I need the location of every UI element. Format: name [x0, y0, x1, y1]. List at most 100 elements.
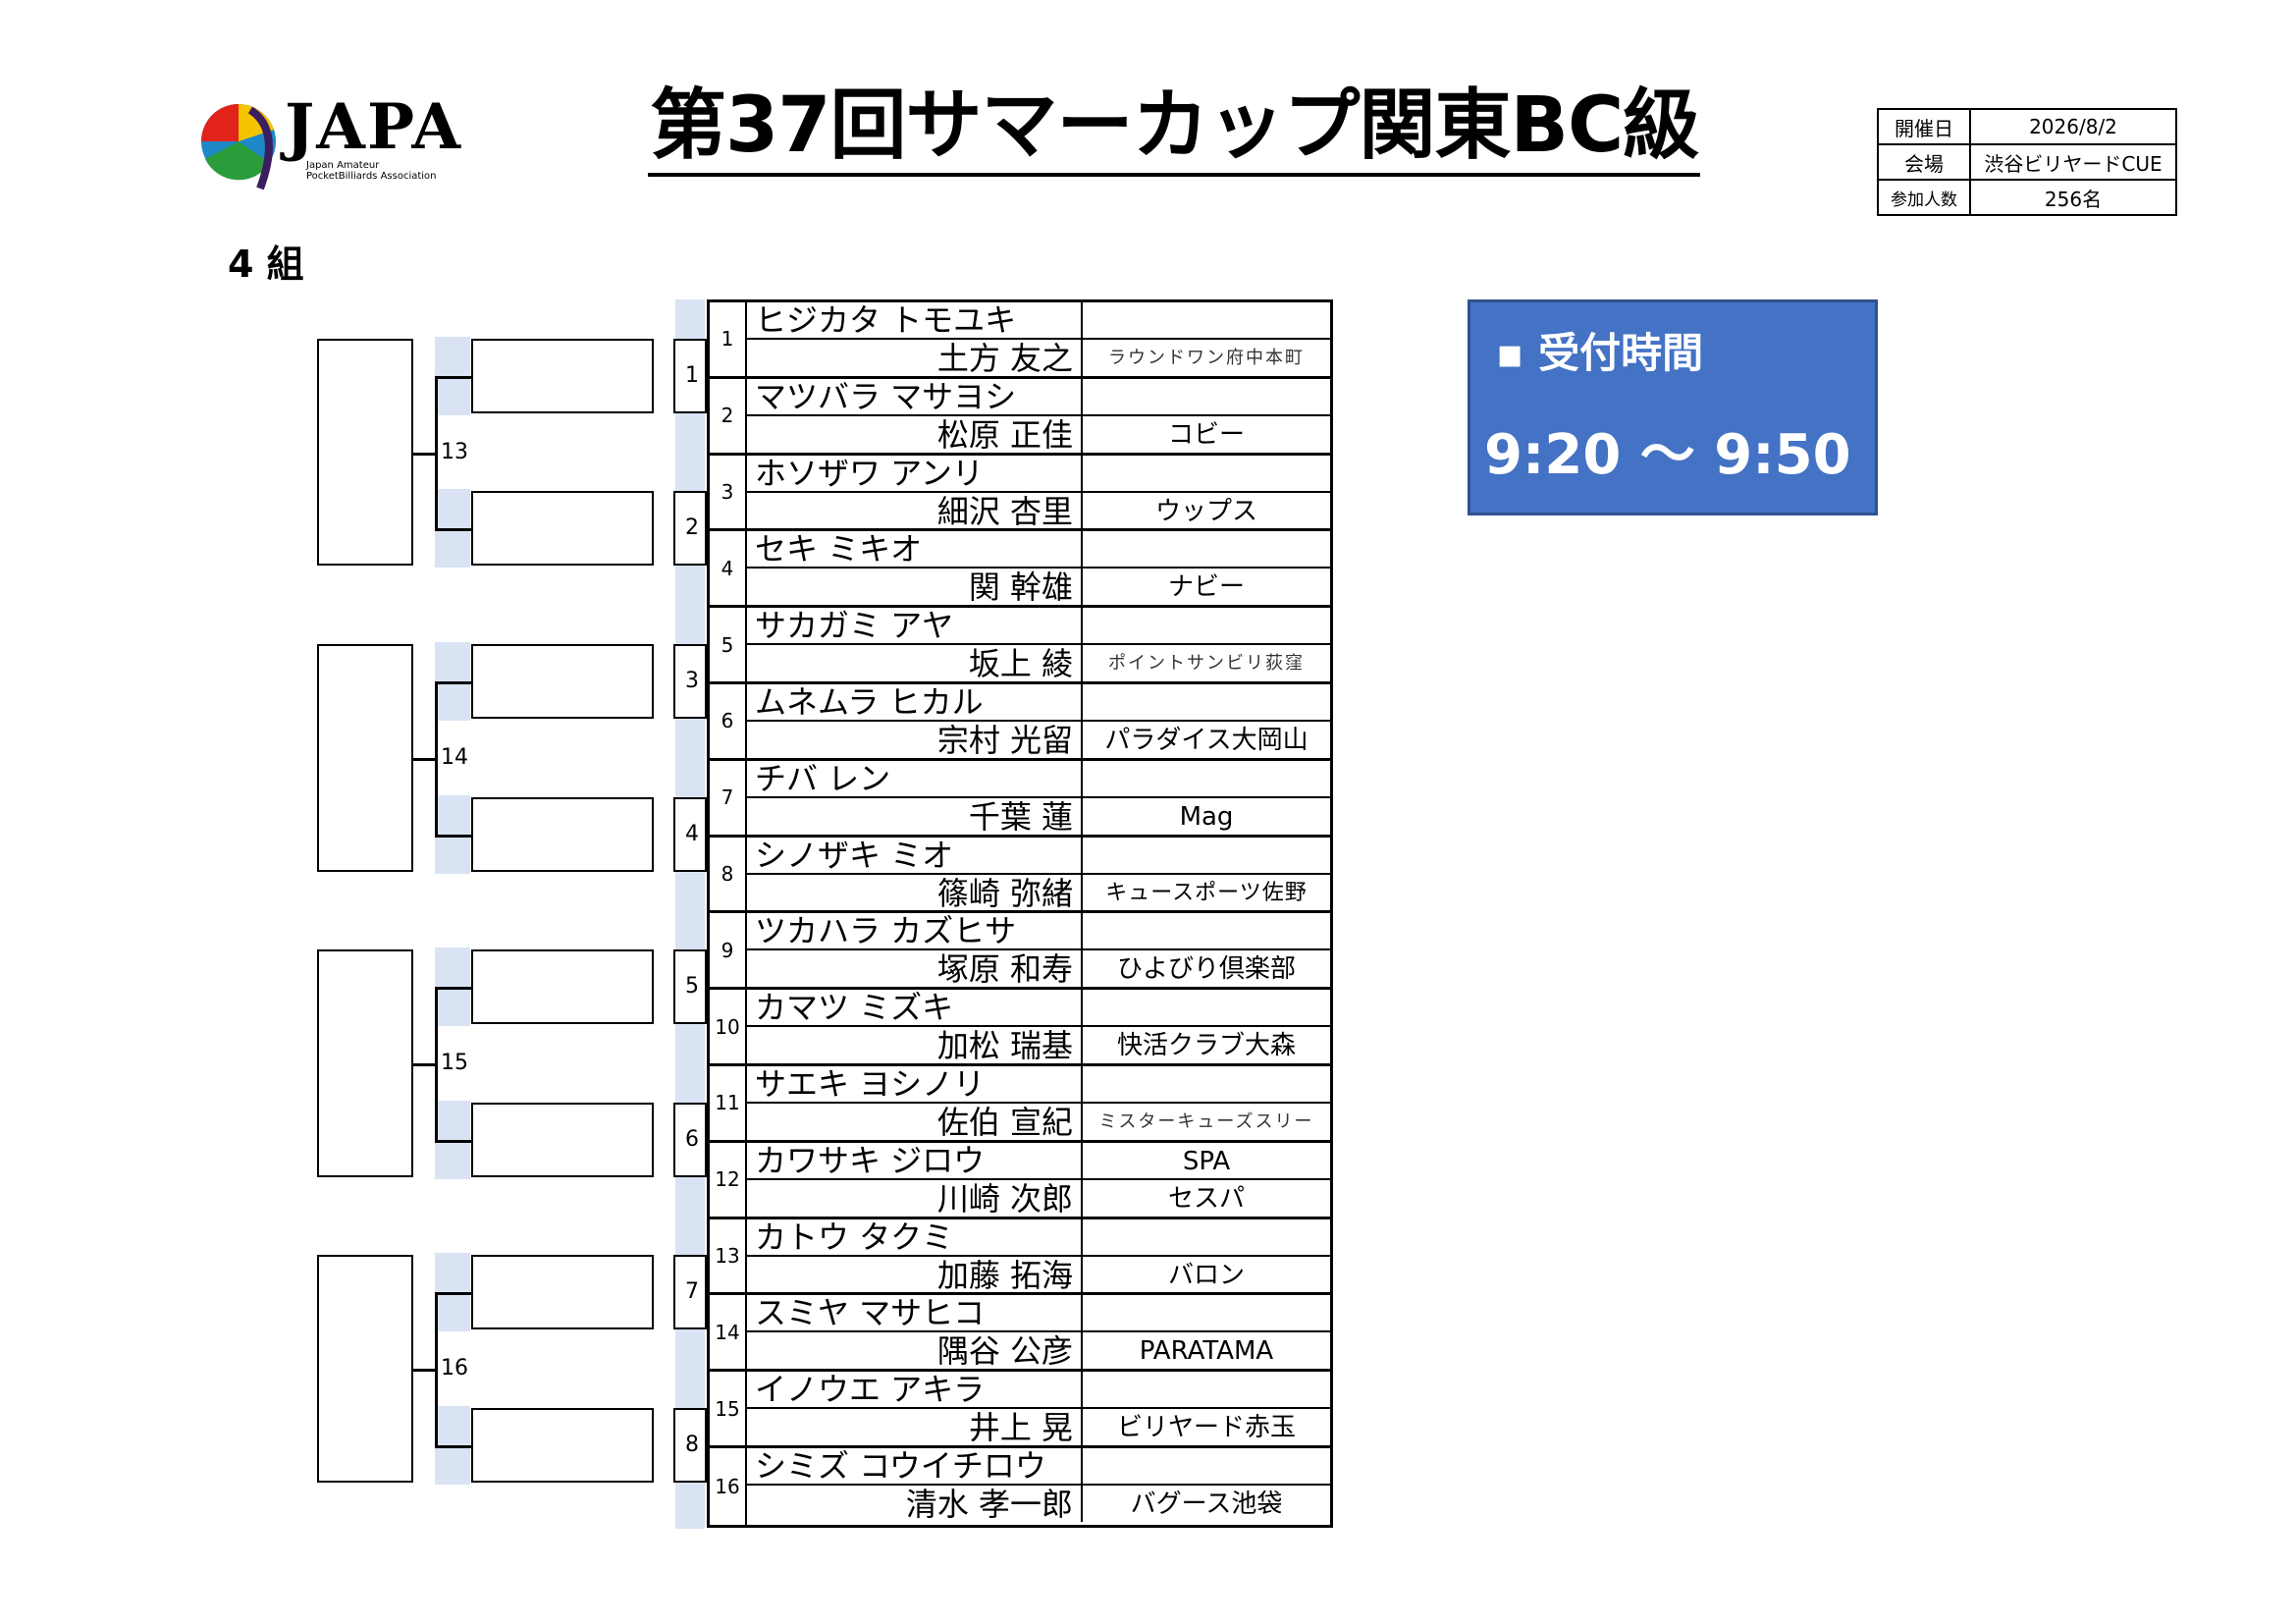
round3-join-line	[412, 1369, 438, 1373]
seed-number: 13	[710, 1218, 747, 1293]
info-value: 256名	[1969, 179, 2177, 216]
round2-label: 8	[685, 1433, 699, 1457]
player-name: 塚原 和寿	[747, 950, 1083, 988]
info-key: 参加人数	[1877, 179, 1971, 216]
club-top-cell	[1083, 531, 1330, 569]
round2-box	[471, 1408, 654, 1483]
player-kana: シミズ コウイチロウ	[747, 1447, 1083, 1486]
reception-time-box: ▪ 受付時間 9:20 〜 9:50	[1468, 299, 1878, 515]
round3-vertical-line	[435, 987, 438, 1140]
player-name: 井上 晃	[747, 1409, 1083, 1446]
player-kana: カトウ タクミ	[747, 1218, 1083, 1257]
round2-box	[471, 1255, 654, 1330]
seed-number: 9	[710, 913, 747, 988]
club-top-cell	[1083, 608, 1330, 646]
player-club: セスパ	[1167, 1183, 1245, 1214]
round2-label: 4	[685, 821, 699, 846]
round2-connector	[673, 1102, 707, 1177]
player-name: 川崎 次郎	[747, 1179, 1083, 1218]
seed-number: 16	[710, 1447, 747, 1525]
round2-box	[471, 796, 654, 872]
player-club: 快活クラブ大森	[1116, 1031, 1296, 1061]
player-club: ポイントサンビリ荻窪	[1108, 653, 1305, 675]
round2-label: 7	[685, 1279, 699, 1305]
player-kana: ホソザワ アンリ	[747, 455, 1083, 493]
player-name: 坂上 綾	[747, 645, 1083, 682]
player-kana: マツバラ マサヨシ	[747, 378, 1083, 416]
info-value: 渋谷ビリヤードCUE	[1969, 143, 2177, 181]
player-name: 隅谷 公彦	[747, 1332, 1083, 1370]
logo-mark-icon	[201, 104, 276, 190]
info-key: 開催日	[1877, 108, 1971, 145]
seed-number: 10	[710, 990, 747, 1063]
round2-label: 5	[685, 974, 699, 1000]
logo-text: JAPA	[285, 90, 463, 164]
player-club: キュースポーツ佐野	[1105, 880, 1308, 905]
round2-connector	[673, 1408, 707, 1483]
player-club: ビリヤード赤玉	[1116, 1413, 1296, 1443]
club-top-cell	[1083, 684, 1330, 722]
round4-box	[317, 338, 413, 567]
player-name: 加松 瑞基	[747, 1027, 1083, 1064]
club-top-cell: SPA	[1083, 1143, 1330, 1180]
player-name: 細沢 杏里	[747, 492, 1083, 530]
player-club: バグース池袋	[1130, 1489, 1283, 1519]
round3-tick	[435, 1292, 471, 1296]
round3-join-line	[412, 757, 438, 761]
player-club: PARATAMA	[1139, 1336, 1274, 1367]
round2-box	[471, 1102, 654, 1177]
club-top-cell	[1083, 1219, 1330, 1257]
round3-tick	[435, 681, 471, 684]
round3-label: 14	[441, 744, 468, 770]
round3-tick	[435, 1139, 471, 1143]
round2-connector	[673, 644, 707, 719]
seed-number: 15	[710, 1372, 747, 1445]
player-kana: ムネムラ ヒカル	[747, 683, 1083, 722]
player-name: 宗村 光留	[747, 721, 1083, 759]
round2-connector	[673, 796, 707, 872]
seed-number: 4	[710, 531, 747, 606]
club-top-cell	[1083, 1372, 1330, 1410]
player-kana: カワサキ ジロウ	[747, 1142, 1083, 1180]
round3-tick	[435, 528, 471, 532]
reception-label: ▪ 受付時間	[1496, 329, 1704, 377]
round2-connector	[673, 1255, 707, 1330]
player-name: 篠崎 弥緒	[747, 874, 1083, 912]
player-kana: シノザキ ミオ	[747, 837, 1083, 875]
club-top-cell	[1083, 990, 1330, 1028]
club-top-cell	[1083, 838, 1330, 875]
logo-sub-line2: PocketBilliards Association	[306, 171, 437, 182]
round3-tick	[435, 1445, 471, 1448]
seed-number: 3	[710, 455, 747, 529]
round2-connector	[673, 949, 707, 1025]
info-key: 会場	[1877, 143, 1971, 181]
player-club: パラダイス大岡山	[1104, 725, 1308, 755]
club-top-cell	[1083, 1295, 1330, 1333]
round3-join-line	[412, 1063, 438, 1066]
round2-label: 3	[685, 669, 699, 693]
reception-time: 9:20 〜 9:50	[1484, 423, 1851, 487]
club-top-cell	[1083, 1066, 1330, 1104]
player-club: ウップス	[1154, 496, 1257, 526]
info-row-participants: 参加人数 256名	[1877, 179, 2177, 216]
group-label: 4 組	[228, 243, 304, 286]
round2-box	[471, 949, 654, 1025]
round3-tick	[435, 834, 471, 838]
club-top-cell	[1083, 456, 1330, 493]
info-value: 2026/8/2	[1969, 108, 2177, 145]
seed-number: 12	[710, 1142, 747, 1217]
round3-label: 16	[441, 1356, 468, 1381]
round3-tick	[435, 987, 471, 991]
player-club: ひよびり倶楽部	[1116, 954, 1296, 985]
